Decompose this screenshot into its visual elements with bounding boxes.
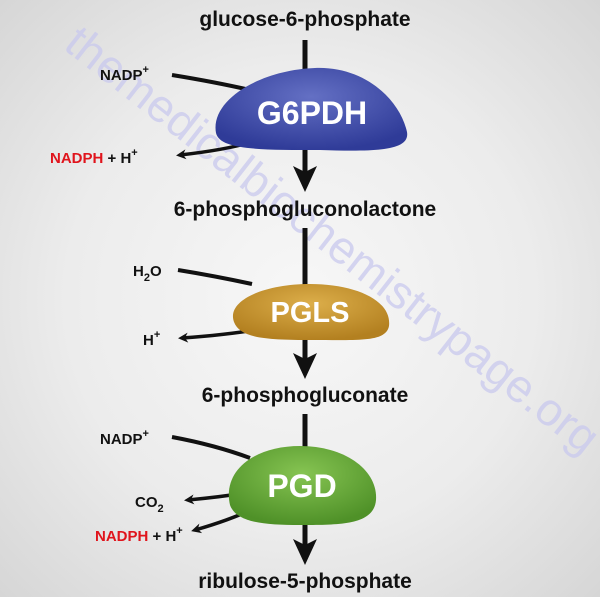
enzyme-pgd-label: PGD — [267, 468, 336, 504]
cofactor-in-line — [171, 435, 251, 460]
metabolite-6-phosphogluconate: 6-phosphogluconate — [202, 384, 409, 407]
enzyme-pgd-shape — [228, 446, 377, 525]
metabolite-6-phosphogluconolactone: 6-phosphogluconolactone — [174, 198, 437, 221]
metabolite-glucose-6-phosphate: glucose-6-phosphate — [199, 8, 410, 31]
cofactor-nadp-plus: NADP+ — [100, 428, 149, 448]
cofactor-nadph-h-plus: NADPH + H+ — [95, 525, 183, 545]
cofactor-h-plus: H+ — [143, 329, 160, 349]
enzyme-g6pdh-label: G6PDH — [257, 95, 367, 131]
enzyme-pgls-label: PGLS — [271, 297, 350, 329]
cofactor-h2o: H2O — [133, 263, 162, 284]
cofactor-co2: CO2 — [135, 494, 164, 515]
cofactor-in-line — [171, 73, 251, 92]
enzyme-g6pdh-shape — [215, 67, 408, 151]
enzyme-pgls-shape — [232, 284, 390, 341]
metabolite-ribulose-5-phosphate: ribulose-5-phosphate — [198, 570, 412, 593]
cofactor-nadp-plus: NADP+ — [100, 64, 149, 84]
cofactor-nadph-h-plus: NADPH + H+ — [50, 147, 138, 167]
cofactor-in-line — [177, 268, 253, 286]
